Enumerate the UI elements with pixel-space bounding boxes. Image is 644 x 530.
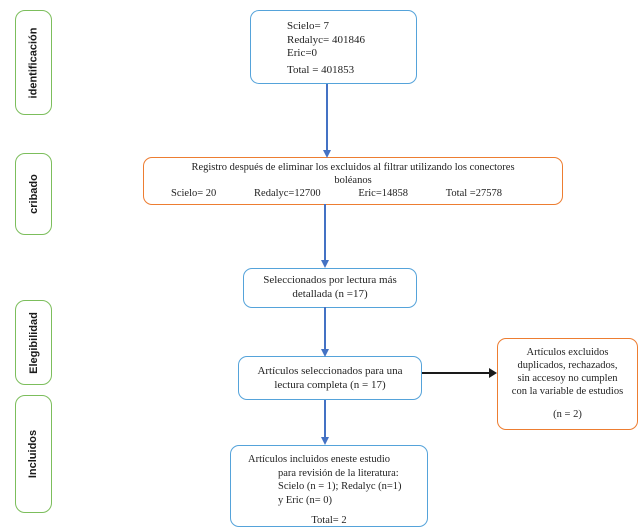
included-line4: y Eric (n= 0) xyxy=(278,494,333,506)
box-full-reading: Artículos seleccionados para una lectura… xyxy=(238,356,422,400)
excluded-count: (n = 2) xyxy=(553,409,582,420)
full-reading-line1: Artículos seleccionados para una xyxy=(257,365,403,377)
included-line2: para revisión de la literatura: xyxy=(278,467,399,479)
arrow-fullreading-to-excluded xyxy=(422,368,497,378)
selected-reading-line2: detallada (n =17) xyxy=(292,287,368,300)
excluded-line1: Artículos excluidos xyxy=(526,347,609,358)
excluded-line2: duplicados, rechazados, xyxy=(517,360,618,371)
excluded-line3: sin accesoy no cumplen xyxy=(517,373,618,384)
included-line1: Artículos incluidos eneste estudio xyxy=(248,454,391,465)
box-screening-filter: Registro después de eliminar los excluid… xyxy=(143,157,563,205)
arrow-identification-to-screening xyxy=(322,84,331,158)
included-total: Total= 2 xyxy=(311,515,347,526)
count-eric: Eric=0 xyxy=(287,47,318,59)
excluded-line4: con la variable de estudios xyxy=(511,386,624,397)
box-identification-counts: Scielo= 7 Redalyc= 401846 Eric=0 Total =… xyxy=(250,10,417,84)
arrow-screening-to-selected xyxy=(320,204,329,268)
box-included-articles: Artículos incluidos eneste estudio para … xyxy=(230,445,428,527)
count-total: Total = 401853 xyxy=(287,63,355,76)
stage-box-cribado: cribado xyxy=(15,153,52,235)
full-reading-line2: lectura completa (n = 17) xyxy=(274,378,386,391)
screening-title-line1: Registro después de eliminar los excluid… xyxy=(191,162,515,173)
screening-stat-eric: Eric=14858 xyxy=(358,188,409,199)
box-selected-detailed-reading: Seleccionados por lectura más detallada … xyxy=(243,268,417,308)
screening-stat-scielo: Scielo= 20 xyxy=(171,188,217,199)
stage-box-identificacion: identificación xyxy=(15,10,52,115)
stage-box-incluidos: Incluidos xyxy=(15,395,52,513)
included-line3: Scielo (n = 1); Redalyc (n=1) xyxy=(278,481,402,492)
stage-box-elegibilidad: Elegibilidad xyxy=(15,300,52,385)
stage-label-cribado: cribado xyxy=(27,174,40,214)
screening-title-line2: boléanos xyxy=(334,175,372,186)
stage-label-identificacion: identificación xyxy=(27,27,40,98)
arrow-fullreading-to-included xyxy=(320,400,329,445)
screening-stat-redalyc: Redalyc=12700 xyxy=(254,188,321,199)
count-scielo: Scielo= 7 xyxy=(287,20,329,32)
selected-reading-line1: Seleccionados por lectura más xyxy=(263,274,397,286)
stage-label-incluidos: Incluidos xyxy=(27,429,40,479)
arrow-selected-to-fullreading xyxy=(320,307,329,357)
screening-stats-row: Scielo= 20 Redalyc=12700 Eric=14858 Tota… xyxy=(144,187,562,200)
count-redalyc: Redalyc= 401846 xyxy=(287,33,365,46)
screening-stat-total: Total =27578 xyxy=(445,188,502,199)
stage-label-elegibilidad: Elegibilidad xyxy=(27,311,40,374)
box-excluded-articles: Artículos excluidos duplicados, rechazad… xyxy=(497,338,638,430)
